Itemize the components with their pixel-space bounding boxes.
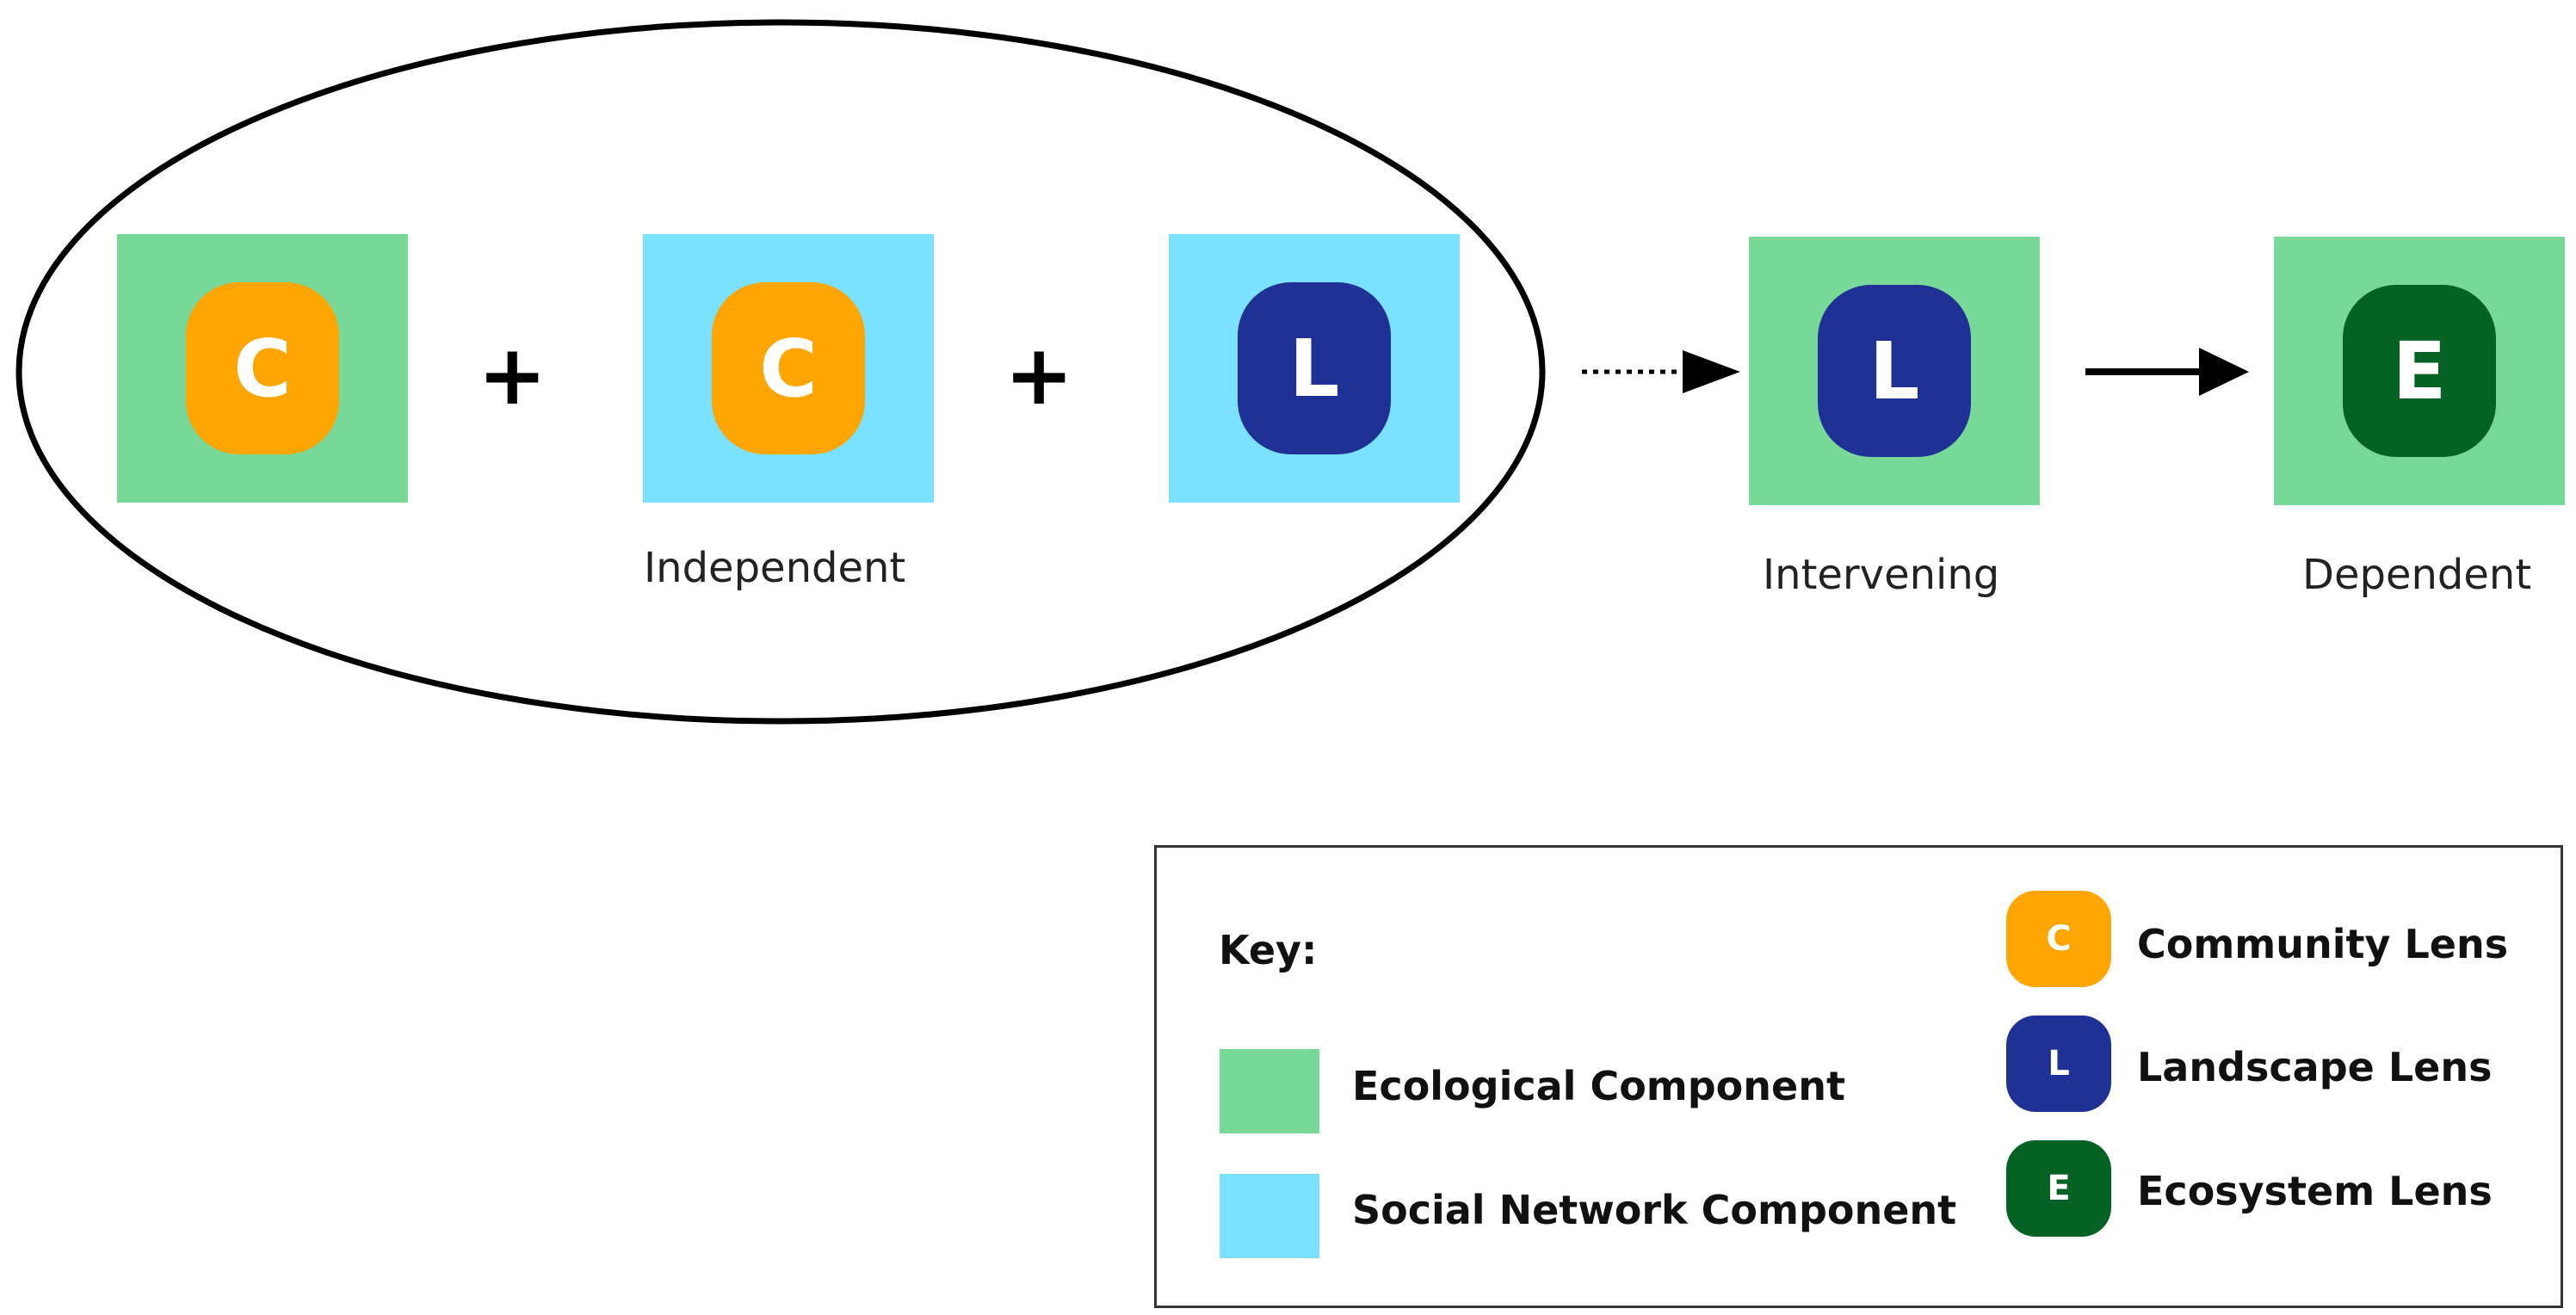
- intervening-label: Intervening: [1763, 551, 2000, 599]
- legend-social-label: Social Network Component: [1352, 1187, 1957, 1233]
- independent-ecological-box: C: [117, 234, 408, 503]
- independent-label: Independent: [644, 544, 906, 592]
- landscape-lens-icon: L: [1238, 282, 1391, 454]
- dotted-arrow-icon: [1582, 350, 1740, 393]
- ecosystem-lens-icon: E: [2343, 285, 2496, 457]
- intervening-box: L: [1749, 237, 2040, 505]
- independent-social-box-community: C: [643, 234, 934, 503]
- legend-box: Key: Ecological Component Social Network…: [1154, 845, 2563, 1308]
- legend-title: Key:: [1219, 927, 1318, 973]
- dependent-label: Dependent: [2302, 551, 2532, 599]
- ecosystem-lens-icon: E: [2006, 1140, 2111, 1237]
- community-lens-icon: C: [712, 282, 865, 454]
- independent-social-box-landscape: L: [1169, 234, 1460, 503]
- ecological-swatch: [1220, 1049, 1319, 1133]
- legend-community-label: Community Lens: [2137, 921, 2509, 967]
- plus-sign-icon: +: [478, 327, 547, 423]
- landscape-lens-icon: L: [2006, 1016, 2111, 1112]
- plus-sign-icon: +: [1004, 327, 1074, 423]
- social-swatch: [1220, 1174, 1319, 1258]
- dependent-box: E: [2274, 237, 2565, 505]
- community-lens-icon: C: [2006, 891, 2111, 987]
- legend-ecosystem-label: Ecosystem Lens: [2137, 1168, 2493, 1214]
- independent-oval: [15, 19, 1546, 725]
- solid-arrow-icon: [2085, 348, 2249, 396]
- community-lens-icon: C: [186, 282, 339, 454]
- landscape-lens-icon: L: [1818, 285, 1971, 457]
- legend-landscape-label: Landscape Lens: [2137, 1044, 2493, 1090]
- legend-ecological-label: Ecological Component: [1352, 1063, 1845, 1109]
